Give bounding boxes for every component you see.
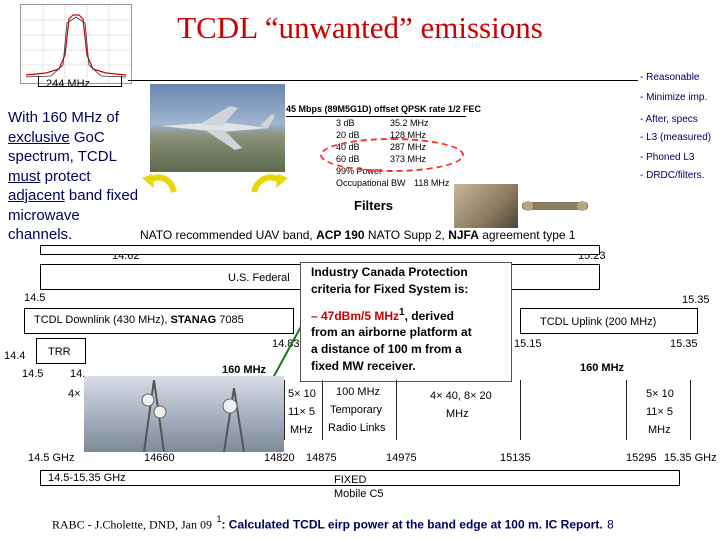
fec-row-label: 99% Power: [336, 166, 383, 176]
channel-label: 11× 5: [288, 406, 316, 418]
uplink-label: TCDL Uplink (200 MHz): [540, 316, 657, 328]
axis-label: 15135: [500, 452, 531, 464]
freq-label: 15.35: [670, 338, 698, 350]
channel-label: 100 MHz: [336, 386, 381, 398]
axis-label: 14875: [306, 452, 337, 464]
footer-sup: 1: [216, 514, 222, 524]
filter-photo: [454, 184, 518, 228]
header-rule: [128, 80, 638, 81]
band-bar-nato: [40, 245, 600, 255]
band-bar-tcdl-downlink: [24, 308, 294, 334]
freq-label: 15.35: [682, 294, 710, 306]
axis-label: 15.35 GHz: [664, 452, 717, 464]
channel-label: MHz: [446, 408, 469, 420]
channel-label: 4× 40, 8× 20: [430, 390, 492, 402]
bandwidth-label: 160 MHz: [222, 364, 267, 376]
spectrum-bracket: [38, 76, 122, 87]
filter-device-icon: [522, 201, 588, 211]
ic-title: Industry Canada Protection: [311, 265, 468, 279]
axis-label: 14.5 GHz: [28, 452, 75, 464]
band-bar-range: [40, 470, 680, 486]
spectrum-thumbnail: [20, 4, 132, 84]
fec-row-label: 20 dB: [336, 130, 360, 140]
fec-row-label: Occupational BW: [336, 178, 406, 188]
page-number: 8: [607, 517, 614, 532]
axis-label: 14820: [264, 452, 295, 464]
footer-note: : Calculated TCDL eirp power at the band…: [221, 517, 603, 532]
curved-arrow-icon: [142, 174, 177, 193]
fec-row-value: 35.2 MHz: [390, 118, 429, 128]
note-item: - Phoned L3: [640, 152, 695, 163]
footer: RABC - J.Cholette, DND, Jan 09 1: Calcul…: [52, 514, 614, 533]
axis-label: 15295: [626, 452, 657, 464]
intro-text: With 160 MHz of exclusive GoC spectrum, …: [8, 109, 139, 243]
freq-label: 14.5: [24, 292, 46, 304]
channel-label: Radio Links: [328, 422, 386, 434]
aircraft-photo: [150, 84, 285, 172]
note-item: - Minimize imp.: [640, 92, 708, 103]
tower-photo: [84, 376, 284, 453]
fec-row-label: 3 dB: [336, 118, 355, 128]
ic-line: from an airborne platform at: [311, 325, 472, 339]
spectrum-label: 244 MHz: [46, 78, 91, 90]
channel-divider: [284, 380, 285, 440]
channel-label: Temporary: [330, 404, 382, 416]
aircraft-icon: [160, 106, 275, 150]
curved-arrow-icon: [251, 174, 288, 194]
nato-line: NATO recommended UAV band, ACP 190 NATO …: [140, 228, 576, 242]
freq-label: 14.: [70, 368, 86, 380]
us-federal-label: U.S. Federal: [228, 272, 290, 284]
channel-label: 5× 10: [288, 388, 316, 400]
antenna-tower-icon: [141, 379, 245, 453]
fixed-label: FIXED: [334, 474, 367, 486]
channel-divider: [626, 380, 627, 440]
freq-label: 14.4: [4, 350, 26, 362]
ic-line: – 47dBm/5 MHz1, derived: [311, 307, 454, 323]
axis-label: 14660: [144, 452, 175, 464]
freq-label: 15.15: [514, 338, 542, 350]
range-label: 14.5-15.35 GHz: [48, 472, 126, 484]
note-item: - DRDC/filters.: [640, 170, 705, 181]
channel-label: 4×: [68, 388, 81, 400]
highlight-ellipse: [320, 138, 464, 172]
ic-line: a distance of 100 m from a: [311, 342, 462, 356]
fec-row-value: 128 MHz: [390, 130, 427, 140]
ic-protection-box: Industry Canada Protection criteria for …: [300, 262, 512, 382]
band-bar-trr: [36, 338, 86, 364]
footer-author: RABC - J.Cholette, DND, Jan 09: [52, 517, 212, 532]
channel-divider: [396, 380, 397, 440]
fixed-label: Mobile C5: [334, 488, 384, 500]
channel-label: 11× 5: [646, 406, 674, 418]
channel-label: MHz: [648, 424, 671, 436]
axis-label: 14975: [386, 452, 417, 464]
channel-label: 5× 10: [646, 388, 674, 400]
trr-label: TRR: [48, 346, 71, 358]
note-item: - L3 (measured): [640, 132, 712, 143]
channel-divider: [690, 380, 691, 440]
freq-label: 14.5: [22, 368, 44, 380]
fec-row-value: 118 MHz: [414, 178, 450, 188]
downlink-label: TCDL Downlink (430 MHz), STANAG 7085: [34, 314, 244, 326]
fec-table-header: 45 Mbps (89M5G1D) offset QPSK rate 1/2 F…: [286, 104, 482, 114]
band-bar-tcdl-uplink: [520, 308, 698, 334]
filters-label: Filters: [354, 198, 394, 213]
slide-title: TCDL “unwanted” emissions: [177, 10, 543, 45]
channel-divider: [520, 380, 521, 440]
ic-line: fixed MW receiver.: [311, 359, 416, 373]
spectrum-graph: [21, 5, 131, 83]
note-item: - After, specs: [640, 114, 698, 125]
channel-divider: [322, 380, 323, 440]
ic-title: criteria for Fixed System is:: [311, 282, 469, 296]
bandwidth-label: 160 MHz: [580, 362, 625, 374]
note-item: - Reasonable: [640, 72, 700, 83]
channel-label: MHz: [290, 424, 313, 436]
